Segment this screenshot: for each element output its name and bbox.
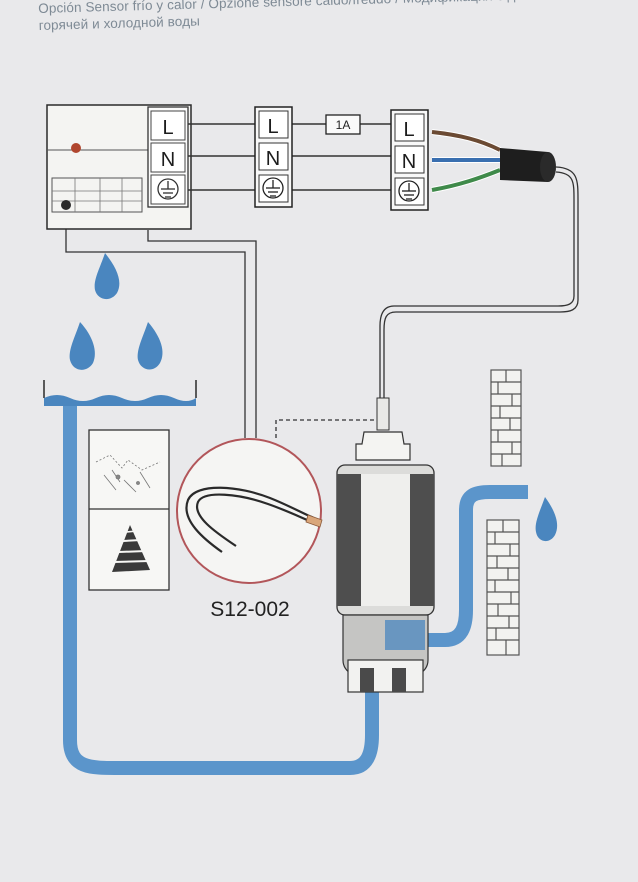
water-drop-icon [94,253,120,300]
terminal-block-middle: L N [254,106,293,208]
control-unit: L N [46,104,192,230]
sensor-code-label: S12-002 [210,598,289,621]
sensor-detail: S12-002 [176,438,323,621]
water-drop-icon [137,322,163,370]
terminal-block-supply: L N [390,109,429,211]
indicator-lamp [71,143,81,153]
water-tank [43,380,197,406]
mains-wiring [188,123,391,191]
water-drop-icon [535,497,558,542]
sensor-socket [61,200,71,210]
fuse: 1A [325,114,361,135]
brick-wall-lower [486,519,520,656]
sensor-cable [65,208,378,438]
unit-terminal-l: L [162,117,173,139]
pump-motor [336,397,435,693]
mains-cable [379,129,579,400]
drill-bit-icon [112,525,150,572]
unit-earth-icon [157,178,179,200]
sensor-probe-icon [185,486,315,553]
water-drop-icons [69,253,558,542]
supply-terminal-l: L [403,119,414,141]
middle-terminal-n: N [266,148,280,170]
installation-detail-panels [88,429,170,591]
brick-wall-upper [490,369,522,467]
middle-earth-icon [262,177,284,199]
supply-terminal-n: N [402,151,416,173]
supply-earth-icon [398,180,420,202]
middle-terminal-l: L [267,116,278,138]
water-pipe [63,406,528,775]
fuse-label: 1A [336,118,351,132]
water-drop-icon [69,322,95,370]
wall-mount-sketch [95,454,161,493]
unit-terminal-n: N [161,149,175,171]
